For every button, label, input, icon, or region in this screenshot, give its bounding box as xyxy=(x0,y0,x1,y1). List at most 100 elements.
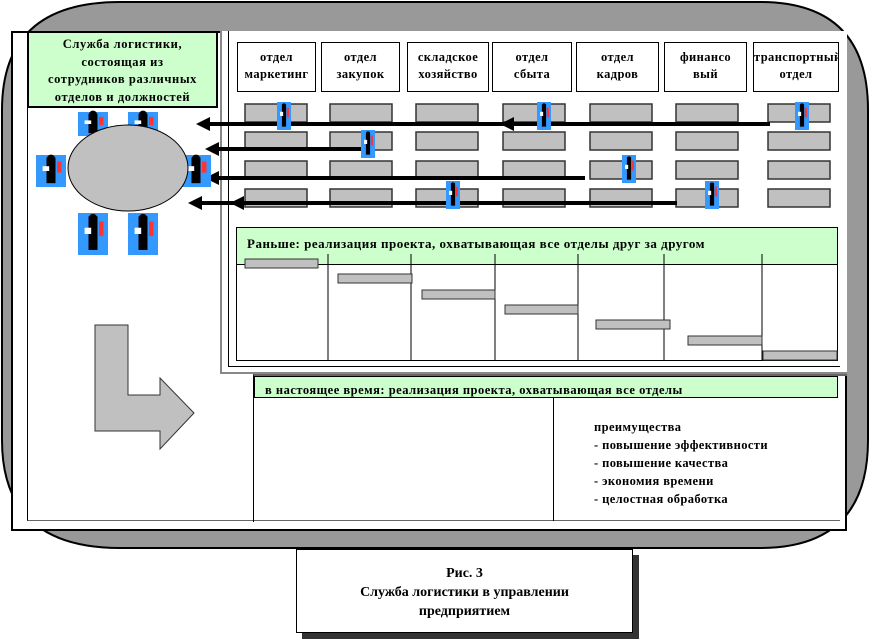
caption-line: Служба логистики в управлении xyxy=(360,585,569,600)
department-name-line: отдел xyxy=(344,50,377,64)
gantt-step-bar xyxy=(595,319,671,330)
before-section-title: Раньше: реализация проекта, охватывающая… xyxy=(247,236,705,251)
person-accent xyxy=(99,221,104,237)
department-name-line: отдел xyxy=(779,67,813,81)
person-head xyxy=(542,103,546,108)
department-name-line: вый xyxy=(693,67,718,81)
person-paper xyxy=(449,190,453,195)
department-name-line: отдел xyxy=(260,50,293,64)
person-head xyxy=(138,110,148,120)
person-accent xyxy=(202,161,207,173)
person-icon xyxy=(622,155,636,183)
department-header: финансо вый xyxy=(664,42,747,92)
gantt-step-bar xyxy=(762,350,838,361)
person-accent xyxy=(57,161,62,173)
now-section-header: в настоящее время: реализация проекта, о… xyxy=(254,376,838,398)
task-bar xyxy=(675,131,739,151)
department-name-line: отдел xyxy=(515,50,549,64)
departments-panel-inner xyxy=(228,31,840,367)
person-paper xyxy=(798,111,802,116)
person-body xyxy=(626,157,632,180)
person-body xyxy=(799,104,805,127)
now-section-title: в настоящее время: реализация проекта, о… xyxy=(265,383,683,397)
person-icon xyxy=(446,181,460,209)
caption-line: предприятием xyxy=(418,604,511,619)
person-body xyxy=(191,157,201,184)
person-paper xyxy=(42,166,50,171)
person-body xyxy=(138,216,148,250)
logistics-line: Служба логистики, xyxy=(62,37,183,51)
person-accent xyxy=(99,116,104,126)
sequential-gantt xyxy=(244,254,838,361)
department-name-line: кадров xyxy=(596,67,639,81)
diagram-graphics xyxy=(36,102,831,451)
before-section-header: Раньше: реализация проекта, охватывающая… xyxy=(236,227,838,265)
person-body xyxy=(88,216,98,250)
department-name-line: маркетинг xyxy=(244,67,309,81)
person-accent xyxy=(631,160,634,171)
person-icon xyxy=(78,110,108,136)
person-accent xyxy=(370,135,373,146)
advantages-title: преимущества xyxy=(594,420,682,434)
person-paper xyxy=(84,120,92,124)
logistics-line: состоящая из xyxy=(81,54,164,69)
person-icon xyxy=(537,102,551,130)
person-paper xyxy=(540,111,544,116)
advantage-item: - экономия времени xyxy=(594,474,714,488)
person-body xyxy=(365,132,371,155)
person-accent xyxy=(455,186,458,197)
person-head xyxy=(88,110,98,120)
before-section-body xyxy=(236,264,838,361)
person-head xyxy=(191,154,201,164)
task-bar xyxy=(675,160,739,180)
advantage-item: - повышение эффективности xyxy=(594,438,768,452)
person-icon xyxy=(705,181,719,209)
person-accent xyxy=(149,221,154,237)
department-name-line: складское xyxy=(417,50,479,64)
person-icon xyxy=(36,154,66,187)
person-paper xyxy=(280,111,284,116)
task-bar xyxy=(502,131,566,151)
person-accent xyxy=(286,107,289,118)
person-icon xyxy=(795,102,809,130)
task-bar xyxy=(589,131,653,151)
person-paper xyxy=(708,190,712,195)
task-bar xyxy=(415,131,479,151)
gantt-step-bar xyxy=(687,335,763,346)
advantages-list: преимущества - повышение эффективности -… xyxy=(594,418,768,508)
person-paper xyxy=(134,120,142,124)
now-section xyxy=(253,374,847,522)
department-name-line: транспортный xyxy=(754,50,839,64)
department-header: транспортный отдел xyxy=(753,42,839,92)
logistics-line: отделов и должностей xyxy=(54,89,191,104)
department-name-line: финансо xyxy=(679,50,732,64)
person-icon xyxy=(277,102,291,130)
person-body xyxy=(541,104,547,127)
person-body xyxy=(138,113,148,134)
gantt-step-bar xyxy=(504,304,579,315)
gantt-step-bar xyxy=(421,289,496,300)
person-icon xyxy=(361,130,375,158)
person-head xyxy=(366,131,370,136)
arrow-head xyxy=(500,117,514,131)
person-accent xyxy=(714,186,717,197)
person-accent xyxy=(546,107,549,118)
person-head xyxy=(282,103,286,108)
arrow-head xyxy=(205,171,219,185)
person-paper xyxy=(84,227,92,234)
arrows xyxy=(188,117,770,210)
arrow-head xyxy=(205,142,219,156)
person-head xyxy=(627,156,631,161)
task-bar xyxy=(589,160,653,180)
department-name-line: закупок xyxy=(336,67,385,81)
caption-line: Рис. 3 xyxy=(446,566,483,581)
now-section-divider xyxy=(553,398,554,521)
task-bar xyxy=(767,131,831,151)
task-bar xyxy=(767,160,831,180)
person-body xyxy=(88,113,98,134)
people xyxy=(36,102,809,255)
department-header: отдел закупок xyxy=(321,42,400,92)
meeting-table xyxy=(67,124,189,212)
